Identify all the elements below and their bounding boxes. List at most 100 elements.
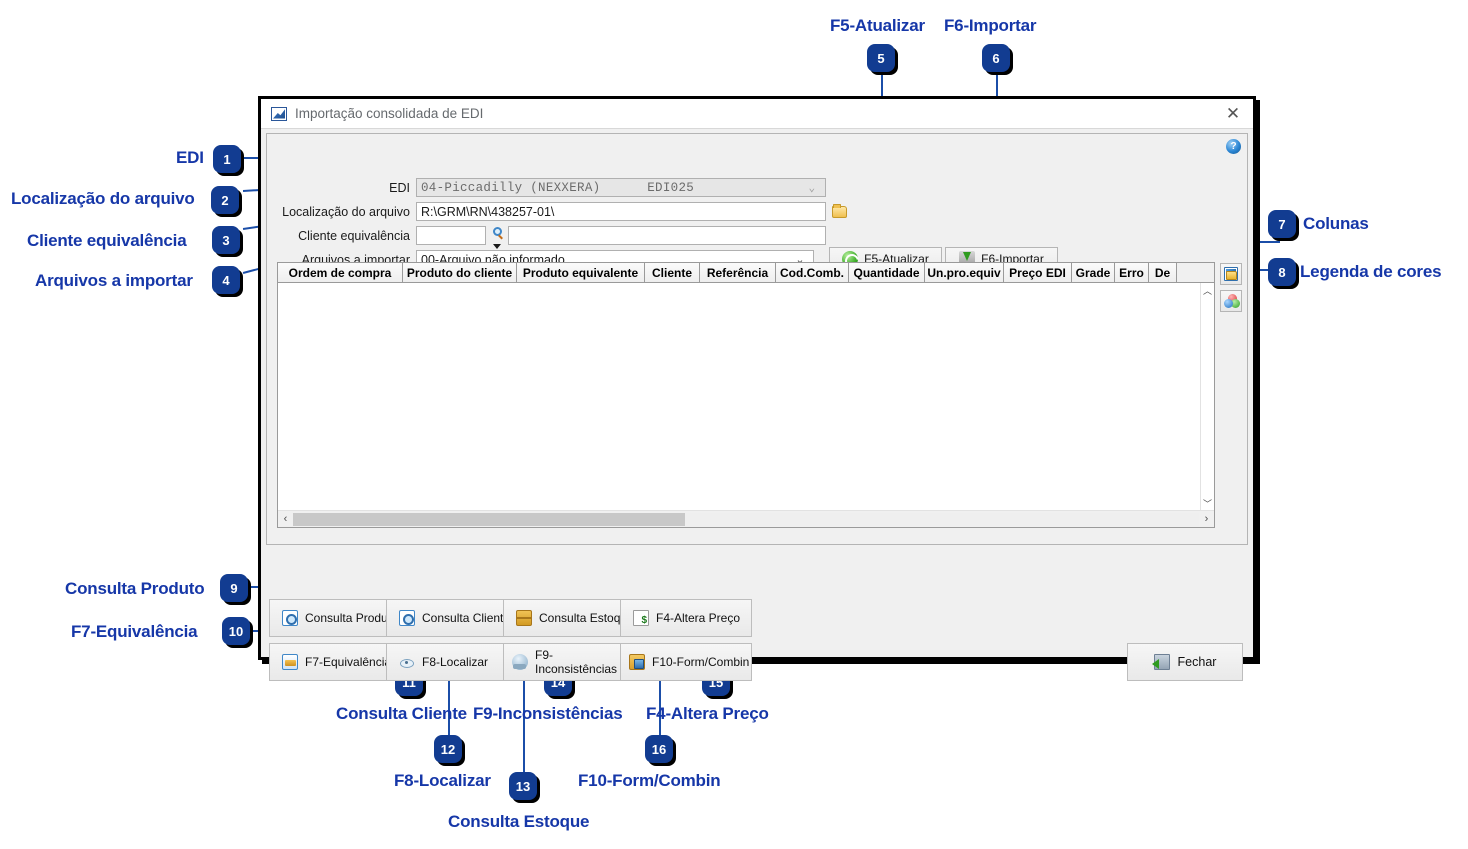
leader-13 xyxy=(523,600,525,773)
columns-icon xyxy=(1224,267,1238,281)
annotation-label-6: F6-Importar xyxy=(944,16,1037,35)
grid-body[interactable] xyxy=(278,283,1200,510)
f10-form-combin-button[interactable]: F10-Form/Combin xyxy=(620,643,752,681)
leader-7 xyxy=(1240,241,1280,243)
chevron-down-icon: ⌄ xyxy=(808,182,816,195)
annotation-label-11: Consulta Cliente xyxy=(336,704,467,723)
close-icon[interactable]: ✕ xyxy=(1225,104,1241,123)
leader-8 xyxy=(1240,269,1280,271)
folder-browse-icon[interactable] xyxy=(832,203,847,218)
edi-row: EDI 04-Piccadilly (NEXXERA) EDI025 ⌄ xyxy=(277,178,847,197)
color-legend-icon xyxy=(1224,294,1240,308)
consulta-produto-label: Consulta Produto xyxy=(305,611,398,625)
consulta-estoque-label: Consulta Estoque xyxy=(539,611,634,625)
consulta-produto-button[interactable]: Consulta Produto xyxy=(269,599,401,637)
find-icon xyxy=(399,654,415,670)
annotation-label-1: EDI xyxy=(176,148,204,167)
hscroll-thumb[interactable] xyxy=(293,512,685,526)
search-icon[interactable] xyxy=(486,226,508,249)
colunas-button[interactable] xyxy=(1220,263,1242,285)
search-lens xyxy=(492,227,502,236)
help-icon[interactable]: ? xyxy=(1226,139,1241,154)
grid-column-header[interactable]: Un.pro.equiv xyxy=(925,263,1004,282)
grid-column-header[interactable]: Ordem de compra xyxy=(278,263,403,282)
chevron-down-icon: ⌄ xyxy=(795,254,805,266)
legend-dot-blue xyxy=(1224,299,1233,308)
scroll-up-icon[interactable]: ︿ xyxy=(1202,285,1212,296)
annotation-label-3: Cliente equivalência xyxy=(27,231,187,250)
annotation-label-13: Consulta Estoque xyxy=(448,812,590,831)
cliente-equivalencia-label: Cliente equivalência xyxy=(298,228,410,243)
edi-select[interactable]: 04-Piccadilly (NEXXERA) EDI025 ⌄ xyxy=(416,178,826,197)
cliente-equivalencia-code-input[interactable] xyxy=(416,226,486,245)
f8-localizar-button[interactable]: F8-Localizar xyxy=(386,643,518,681)
search-handle xyxy=(498,234,503,240)
leader-12 xyxy=(448,645,450,735)
grid-column-header[interactable]: Quantidade xyxy=(849,263,925,282)
window-client-area: ? EDI 04-Piccadilly (NEXXERA) EDI025 ⌄ L… xyxy=(261,129,1253,681)
fechar-label: Fechar xyxy=(1177,655,1217,669)
f9-inconsistencias-button[interactable]: F9-Inconsistências xyxy=(503,643,635,681)
annotation-badge-8: 8 xyxy=(1268,258,1296,286)
leader-16 xyxy=(659,645,661,735)
annotation-label-10: F7-Equivalência xyxy=(71,622,198,641)
f9-inconsistencias-label: F9-Inconsistências xyxy=(535,648,618,676)
consulta-cliente-button[interactable]: Consulta Cliente xyxy=(386,599,518,637)
window-titlebar: Importação consolidada de EDI ✕ xyxy=(261,99,1253,129)
annotation-badge-12: 12 xyxy=(434,735,462,763)
cliente-equivalencia-name-input[interactable] xyxy=(508,226,826,245)
scroll-left-icon[interactable]: ‹ xyxy=(283,513,288,525)
grid-column-header[interactable]: Produto do cliente xyxy=(403,263,517,282)
annotation-badge-1: 1 xyxy=(213,145,241,173)
annotation-badge-3: 3 xyxy=(212,226,240,254)
grid-column-header[interactable]: Cod.Comb. xyxy=(776,263,849,282)
edi-value: 04-Piccadilly (NEXXERA) EDI025 xyxy=(421,180,695,195)
grid-column-header[interactable]: Referência xyxy=(700,263,776,282)
f7-equivalencia-button[interactable]: F7-Equivalência xyxy=(269,643,401,681)
app-chart-icon xyxy=(271,106,287,121)
annotation-badge-13: 13 xyxy=(509,772,537,800)
grid-column-header[interactable]: Preço EDI xyxy=(1004,263,1072,282)
consulta-estoque-button[interactable]: Consulta Estoque xyxy=(503,599,635,637)
annotation-badge-10: 10 xyxy=(222,617,250,645)
annotation-label-9: Consulta Produto xyxy=(65,579,205,598)
legenda-cores-button[interactable] xyxy=(1220,290,1242,312)
magnifier-icon xyxy=(399,610,415,626)
annotation-label-15: F4-Altera Preço xyxy=(646,704,769,723)
grid-column-header[interactable]: Grade xyxy=(1072,263,1115,282)
grid-column-header[interactable]: Produto equivalente xyxy=(517,263,645,282)
annotation-badge-6: 6 xyxy=(982,44,1010,72)
f4-altera-preco-button[interactable]: F4-Altera Preço xyxy=(620,599,752,637)
box-icon xyxy=(516,610,532,626)
grid-column-header[interactable]: De xyxy=(1149,263,1177,282)
f4-altera-preco-label: F4-Altera Preço xyxy=(656,611,741,625)
magnifier-icon xyxy=(282,610,298,626)
annotation-label-4: Arquivos a importar xyxy=(35,271,193,290)
legend-dot-green xyxy=(1231,299,1240,308)
fechar-button[interactable]: Fechar xyxy=(1127,643,1243,681)
scroll-right-icon[interactable]: › xyxy=(1204,513,1209,525)
annotation-badge-7: 7 xyxy=(1268,210,1296,238)
annotation-badge-4: 4 xyxy=(212,266,240,294)
grid-column-header[interactable]: Erro xyxy=(1115,263,1149,282)
localizacao-label: Localização do arquivo xyxy=(282,204,410,219)
window-title: Importação consolidada de EDI xyxy=(295,106,484,121)
chevron-down-icon[interactable] xyxy=(493,244,501,249)
grid-column-header[interactable]: Cliente xyxy=(645,263,700,282)
scroll-down-icon[interactable]: ﹀ xyxy=(1202,498,1212,509)
f8-localizar-label: F8-Localizar xyxy=(422,655,489,669)
grid-vertical-scrollbar[interactable]: ︿ ﹀ xyxy=(1200,283,1214,510)
equivalence-icon xyxy=(282,654,298,670)
annotation-badge-5: 5 xyxy=(867,44,895,72)
edi-import-window: Importação consolidada de EDI ✕ ? EDI 04… xyxy=(258,96,1256,681)
annotation-label-2: Localização do arquivo xyxy=(11,189,195,208)
legend-dot-red xyxy=(1228,294,1237,303)
grid-horizontal-scrollbar[interactable]: ‹ › xyxy=(278,510,1214,527)
annotation-label-8: Legenda de cores xyxy=(1300,262,1442,281)
cliente-equivalencia-row: Cliente equivalência xyxy=(277,226,877,249)
form-combine-icon xyxy=(629,654,645,670)
annotation-label-5: F5-Atualizar xyxy=(830,16,925,35)
localizacao-input[interactable]: R:\GRM\RN\438257-01\ xyxy=(416,202,826,221)
hscroll-track[interactable] xyxy=(293,512,1199,526)
